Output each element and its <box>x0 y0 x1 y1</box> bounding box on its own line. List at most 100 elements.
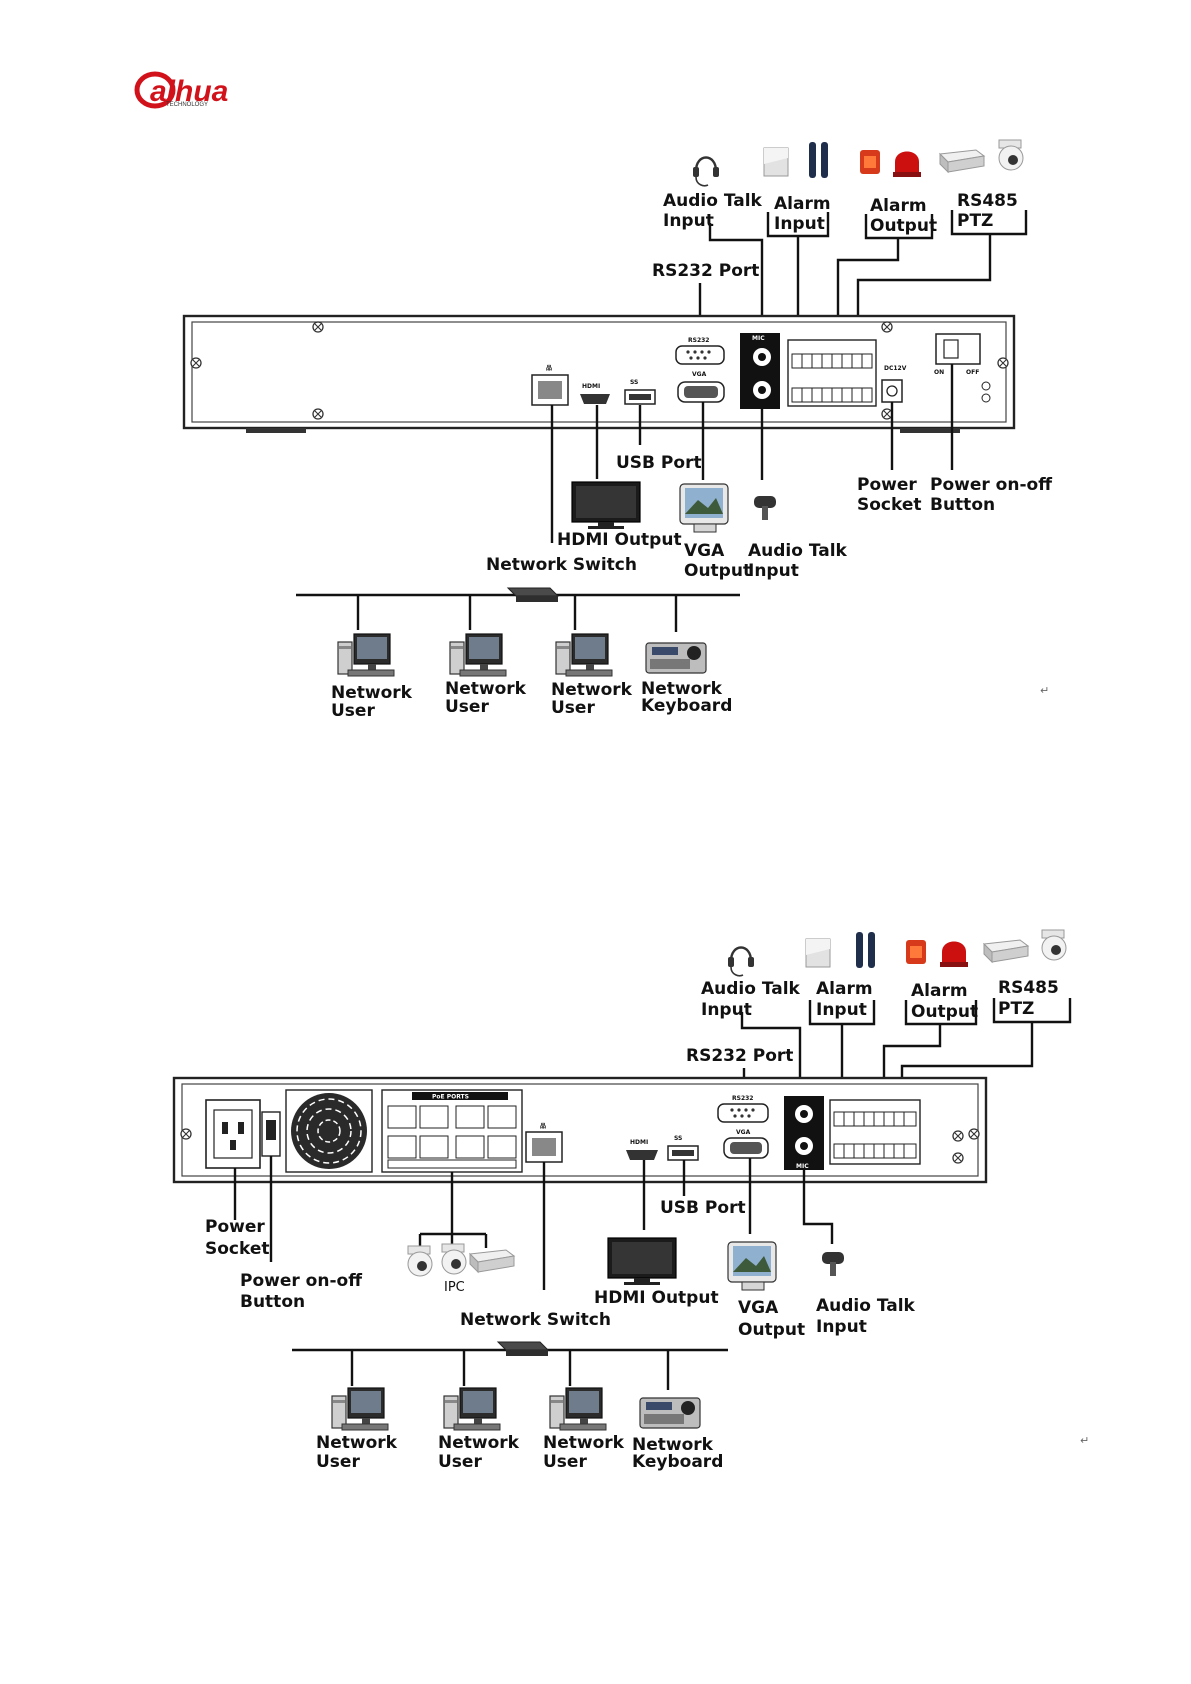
vga-port[interactable]: VGA <box>723 1129 769 1159</box>
pir-detector-icon <box>805 938 831 968</box>
svg-text:HDMI: HDMI <box>630 1139 648 1146</box>
power-switch[interactable]: ON OFF <box>934 333 991 403</box>
brand-tagline: TECHNOLOGY <box>166 102 208 108</box>
ptz-dome-camera-icon <box>998 139 1024 171</box>
label-network-switch: Network Switch <box>486 555 637 575</box>
network-user-icon <box>555 633 613 677</box>
network-user-icon <box>549 1387 607 1431</box>
poe-ports[interactable]: PoE PORTS <box>381 1089 523 1173</box>
svg-text:VGA: VGA <box>736 1129 751 1136</box>
wire-rs485 <box>856 210 1028 345</box>
svg-text:MIC: MIC <box>796 1163 809 1170</box>
pir-detector-icon <box>763 147 789 177</box>
wire-alarm-output <box>836 214 934 345</box>
fan-grille <box>285 1089 373 1173</box>
svg-text:VGA: VGA <box>692 371 707 378</box>
wire-audio-talk-top <box>740 1012 802 1100</box>
wire-audio-talk-top <box>708 223 764 345</box>
siren-icon <box>860 150 880 174</box>
headset-icon <box>726 946 756 977</box>
hdmi-port[interactable]: HDMI <box>580 383 610 404</box>
siren-icon <box>906 940 926 964</box>
svg-text:HDMI: HDMI <box>582 383 600 390</box>
wire-ipc <box>418 1172 488 1248</box>
beam-detector-icon <box>856 932 875 968</box>
svg-text:RS232: RS232 <box>732 1095 753 1102</box>
svg-text:品: 品 <box>546 364 552 372</box>
audio-io-block[interactable]: MIC <box>784 1096 824 1170</box>
label-rs232-port: RS232 Port <box>686 1046 793 1066</box>
svg-text:OFF: OFF <box>966 369 979 376</box>
return-mark: ↵ <box>1040 684 1049 697</box>
svg-text:SS: SS <box>630 379 638 386</box>
rs232-port[interactable]: RS232 <box>717 1095 769 1123</box>
ac-power-inlet[interactable] <box>205 1099 261 1169</box>
svg-text:PoE PORTS: PoE PORTS <box>432 1094 469 1101</box>
ipc-dome-camera-icon <box>407 1245 433 1277</box>
power-switch[interactable] <box>261 1111 281 1157</box>
svg-text:MIC: MIC <box>752 335 765 342</box>
network-user-icon <box>443 1387 501 1431</box>
svg-text:DC12V: DC12V <box>884 365 907 372</box>
alarm-beacon-icon <box>940 941 968 967</box>
svg-text:ON: ON <box>934 369 944 376</box>
brand-logo: alhua TECHNOLOGY <box>134 71 228 109</box>
svg-text:RS232: RS232 <box>688 337 709 344</box>
microphone-icon <box>754 496 776 520</box>
ipc-speed-dome-icon <box>441 1243 467 1275</box>
hdmi-display-icon <box>571 481 641 530</box>
usb-port[interactable]: SS <box>624 379 656 405</box>
vga-monitor-icon <box>679 483 729 533</box>
label-hdmi-output: HDMI Output <box>557 530 682 550</box>
label-network-switch: Network Switch <box>460 1310 611 1330</box>
box-camera-icon <box>983 939 1029 963</box>
network-port[interactable]: 品 <box>525 1122 563 1163</box>
ptz-dome-camera-icon <box>1041 929 1067 961</box>
network-user-icon <box>449 633 507 677</box>
box-camera-icon <box>939 149 985 173</box>
alarm-terminal-block[interactable] <box>829 1099 921 1165</box>
network-port[interactable]: 品 <box>531 364 569 406</box>
headset-icon <box>691 156 721 187</box>
return-mark: ↵ <box>1080 1434 1089 1447</box>
vga-port[interactable]: VGA <box>677 371 725 403</box>
wire-audio-talk-bottom <box>802 1170 834 1244</box>
alarm-terminal-block[interactable] <box>787 339 877 407</box>
rs232-port[interactable]: RS232 <box>675 337 725 365</box>
label-rs232-port: RS232 Port <box>652 261 759 281</box>
network-switch-icon <box>507 587 559 603</box>
brand-name: alhua <box>150 75 228 108</box>
hdmi-display-icon <box>607 1237 677 1286</box>
vga-monitor-icon <box>727 1241 777 1291</box>
network-user-icon <box>337 633 395 677</box>
svg-text:品: 品 <box>540 1122 546 1130</box>
beam-detector-icon <box>809 142 828 178</box>
audio-io-block[interactable]: MIC <box>740 333 780 409</box>
wire-alarm-output <box>882 1000 978 1100</box>
svg-text:SS: SS <box>674 1135 682 1142</box>
network-switch-icon <box>497 1341 549 1357</box>
hdmi-port[interactable]: HDMI <box>626 1139 658 1160</box>
